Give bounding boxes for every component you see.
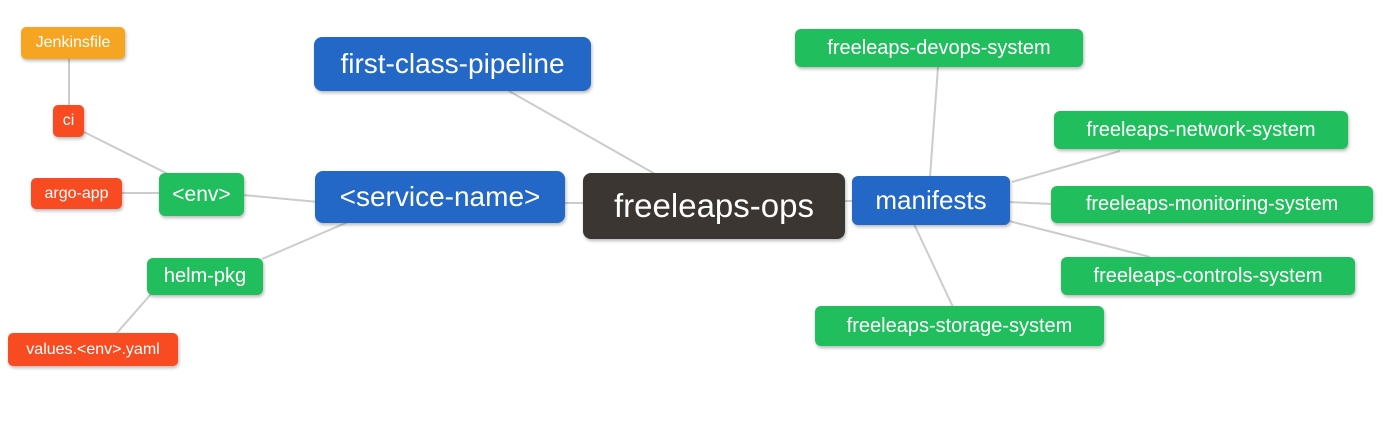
node-service-name-label: <service-name>	[339, 181, 541, 212]
node-freeleaps-devops-system[interactable]: freeleaps-devops-system	[795, 29, 1083, 67]
node-freeleaps-controls-system[interactable]: freeleaps-controls-system	[1061, 257, 1355, 295]
edge-pipeline-ops	[508, 90, 656, 175]
node-freeleaps-ops-label: freeleaps-ops	[614, 187, 814, 224]
node-helm-pkg[interactable]: helm-pkg	[147, 258, 263, 295]
node-first-class-pipeline-label: first-class-pipeline	[340, 48, 565, 79]
node-freeleaps-network-system[interactable]: freeleaps-network-system	[1054, 111, 1348, 149]
node-freeleaps-controls-system-label: freeleaps-controls-system	[1093, 264, 1323, 287]
node-manifests-label: manifests	[875, 185, 987, 215]
node-env-label: <env>	[172, 182, 231, 206]
edge-service-name-helm-pkg	[261, 221, 349, 260]
edge-helm-pkg-values-yaml	[115, 293, 152, 335]
node-freeleaps-storage-system-label: freeleaps-storage-system	[846, 314, 1073, 337]
node-service-name[interactable]: <service-name>	[315, 171, 565, 223]
edge-manifests-controls	[1008, 220, 1151, 258]
node-freeleaps-ops[interactable]: freeleaps-ops	[583, 173, 845, 239]
node-argo-app[interactable]: argo-app	[31, 178, 122, 209]
node-helm-pkg-label: helm-pkg	[163, 265, 247, 287]
node-freeleaps-devops-system-label: freeleaps-devops-system	[827, 36, 1051, 59]
edge-manifests-monitoring	[1007, 201, 1054, 205]
edge-manifests-storage	[913, 223, 954, 308]
node-freeleaps-storage-system[interactable]: freeleaps-storage-system	[815, 306, 1104, 346]
edge-env-service-name	[242, 194, 319, 203]
node-jenkinsfile-label: Jenkinsfile	[35, 34, 111, 51]
node-env[interactable]: <env>	[159, 173, 244, 216]
node-jenkinsfile[interactable]: Jenkinsfile	[21, 27, 125, 59]
node-argo-app-label: argo-app	[44, 184, 109, 202]
edge-manifests-network	[1011, 150, 1121, 183]
node-ci-label: ci	[62, 112, 75, 129]
node-freeleaps-network-system-label: freeleaps-network-system	[1086, 118, 1316, 141]
node-freeleaps-monitoring-system[interactable]: freeleaps-monitoring-system	[1051, 186, 1373, 223]
node-manifests[interactable]: manifests	[852, 176, 1010, 225]
edge-ci-env	[83, 131, 175, 178]
node-first-class-pipeline[interactable]: first-class-pipeline	[314, 37, 591, 91]
node-values-env-yaml[interactable]: values.<env>.yaml	[8, 333, 178, 366]
node-freeleaps-monitoring-system-label: freeleaps-monitoring-system	[1085, 193, 1339, 215]
edge-manifests-devops	[929, 66, 939, 178]
node-ci[interactable]: ci	[53, 105, 84, 137]
node-values-env-yaml-label: values.<env>.yaml	[26, 340, 160, 358]
